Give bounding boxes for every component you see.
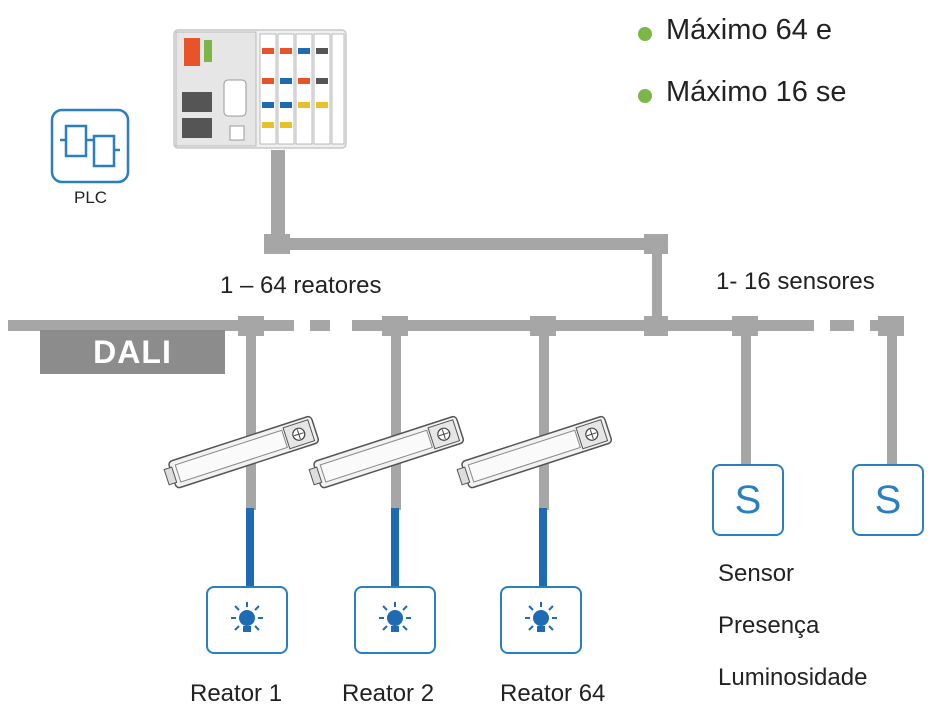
sensor-drops: [741, 330, 897, 465]
reator-label: Reator 1: [190, 680, 283, 707]
bullet-dot: [638, 27, 652, 41]
sensor-s-icon: S: [734, 477, 762, 522]
sensor-caption: Luminosidade: [718, 664, 868, 691]
reator-drops: [246, 330, 549, 510]
bus-junctions: [238, 316, 904, 336]
ballast-device-icon: [456, 415, 613, 489]
sensor-range-label: 1- 16 sensores: [716, 268, 875, 295]
sensor-s-icon: S: [874, 477, 902, 522]
lamp-box: [206, 586, 288, 654]
plc-relay-icon: [50, 108, 130, 184]
lightbulb-icon: [231, 602, 263, 632]
wago-controller-icon: [173, 29, 347, 149]
ballast-device-icon: [308, 415, 465, 489]
lightbulb-icon: [379, 602, 411, 632]
lamp-box: [500, 586, 582, 654]
reator-label: Reator 64: [500, 680, 606, 707]
sensor-box: S: [852, 464, 924, 536]
sensor-box: S: [712, 464, 784, 536]
lamp-box: [354, 586, 436, 654]
lamp-links: [246, 508, 547, 588]
reator-label: Reator 2: [342, 680, 435, 707]
bullet-dot: [638, 89, 652, 103]
controller-link: [264, 150, 668, 336]
sensor-caption: Sensor: [718, 560, 795, 587]
bullet-max-reatores: Máximo 64 e: [666, 14, 833, 46]
dali-bus-tag: DALI: [40, 330, 225, 374]
lightbulb-icon: [525, 602, 557, 632]
ballast-device-icon: [163, 415, 320, 489]
bullet-max-sensores: Máximo 16 se: [666, 76, 847, 108]
sensor-caption: Presença: [718, 612, 820, 639]
reator-range-label: 1 – 64 reatores: [220, 272, 382, 299]
plc-label: PLC: [74, 188, 108, 207]
